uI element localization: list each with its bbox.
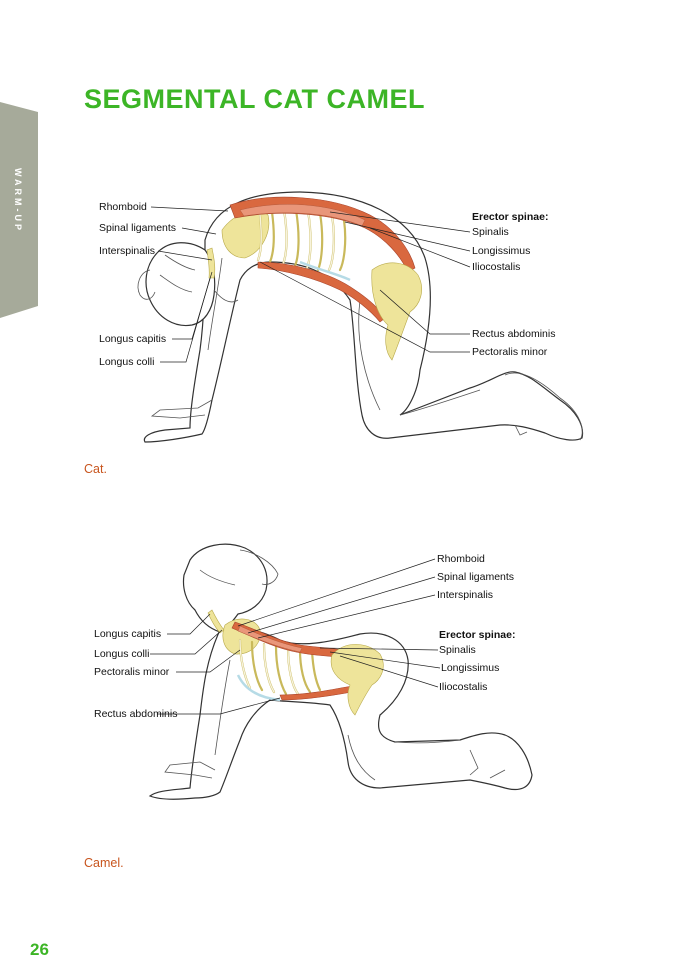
cat-label-rectus-abdominis: Rectus abdominis <box>472 328 556 340</box>
cat-label-erector-spinae: Erector spinae: <box>472 211 549 223</box>
cat-leader-lines <box>150 206 471 363</box>
cat-label-longus-colli: Longus colli <box>99 356 155 368</box>
camel-body-outline <box>148 627 533 800</box>
cat-body-drawing <box>137 191 584 443</box>
cat-label-interspinalis: Interspinalis <box>99 245 156 257</box>
cat-label-spinalis: Spinalis <box>472 226 509 238</box>
side-tab-label: WARM-UP <box>13 168 23 233</box>
camel-label-spinalis: Spinalis <box>439 644 476 656</box>
cat-label-iliocostalis: Iliocostalis <box>472 261 521 273</box>
camel-label-iliocostalis: Iliocostalis <box>439 681 488 693</box>
camel-leader-lines <box>150 558 441 715</box>
cat-caption: Cat. <box>84 462 107 476</box>
cat-illustration: Rhomboid Spinal ligaments Interspinalis … <box>0 0 686 480</box>
page-title: SEGMENTAL CAT CAMEL <box>84 84 425 114</box>
camel-label-spinal-ligaments: Spinal ligaments <box>437 571 515 583</box>
page-number: 26 <box>30 940 49 959</box>
side-tab-shape <box>0 102 38 318</box>
cat-label-pectoralis-minor: Pectoralis minor <box>472 346 548 358</box>
camel-ribcage <box>238 638 322 696</box>
camel-label-longus-colli: Longus colli <box>94 648 150 660</box>
cat-label-longus-capitis: Longus capitis <box>99 333 167 345</box>
cat-erector-spinae <box>229 196 416 273</box>
camel-label-interspinalis: Interspinalis <box>437 589 494 601</box>
camel-label-rhomboid: Rhomboid <box>437 553 485 565</box>
camel-label-longus-capitis: Longus capitis <box>94 628 162 640</box>
camel-head-outline <box>182 543 268 633</box>
cat-head-outline <box>145 242 216 327</box>
section-side-tab: WARM-UP <box>0 0 40 325</box>
camel-label-longissimus: Longissimus <box>441 662 500 674</box>
camel-body-drawing <box>148 543 533 800</box>
camel-caption: Camel. <box>84 856 124 870</box>
camel-pelvis <box>330 644 384 716</box>
cat-label-rhomboid: Rhomboid <box>99 201 147 213</box>
camel-illustration: Rhomboid Spinal ligaments Interspinalis … <box>0 530 686 830</box>
cat-label-longissimus: Longissimus <box>472 245 531 257</box>
camel-label-pectoralis-minor: Pectoralis minor <box>94 666 170 678</box>
camel-label-erector-spinae: Erector spinae: <box>439 629 516 641</box>
cat-label-spinal-ligaments: Spinal ligaments <box>99 222 177 234</box>
camel-label-rectus-abdominis: Rectus abdominis <box>94 708 178 720</box>
